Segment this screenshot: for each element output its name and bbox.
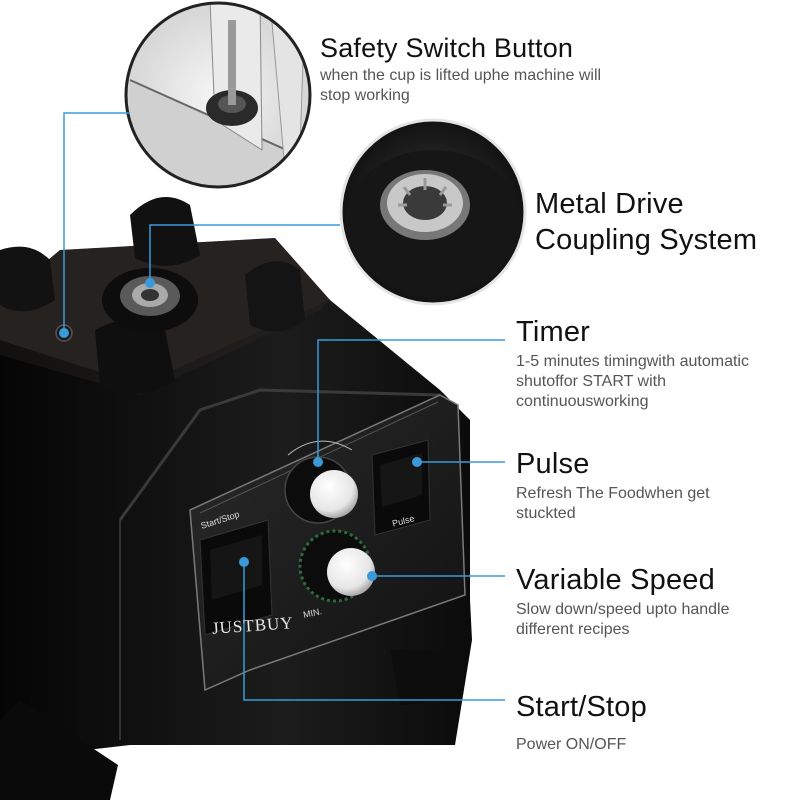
feature-description: when the cup is lifted uphe machine will…	[320, 67, 602, 105]
feature-description: Power ON/OFF	[516, 735, 627, 753]
feature-pulse: Pulse Refresh The Foodwhen get stuckted	[516, 447, 796, 524]
callout-metal	[149, 224, 340, 285]
feature-metal-drive: Metal Drive Coupling System	[535, 186, 795, 258]
feature-safety-switch: Safety Switch Button when the cup is lif…	[320, 32, 790, 106]
callout-lines	[63, 112, 505, 701]
callout-dots	[59, 278, 422, 581]
feature-title: Safety Switch Button	[320, 33, 574, 63]
feature-description: 1-5 minutes timingwith automatic shutoff…	[516, 352, 749, 410]
feature-timer: Timer 1-5 minutes timingwith automatic s…	[516, 315, 796, 412]
feature-title: Variable Speed	[516, 564, 715, 596]
feature-start-stop: Start/Stop Power ON/OFF	[516, 690, 796, 755]
control-panel	[189, 394, 466, 692]
feature-description: Refresh The Foodwhen get stuckted	[516, 484, 710, 522]
callout-timer	[317, 339, 505, 462]
callout-start	[243, 562, 505, 701]
callout-safety	[63, 112, 130, 333]
feature-variable-speed: Variable Speed Slow down/speed upto hand…	[516, 563, 796, 640]
feature-title: Pulse	[516, 448, 590, 480]
feature-title: Start/Stop	[516, 691, 647, 723]
feature-title: Metal Drive Coupling System	[535, 188, 758, 256]
feature-title: Timer	[516, 316, 591, 348]
zoom-safety-switch	[124, 1, 312, 189]
zoom-metal-coupling	[339, 118, 527, 306]
feature-description: Slow down/speed upto handle different re…	[516, 600, 730, 638]
